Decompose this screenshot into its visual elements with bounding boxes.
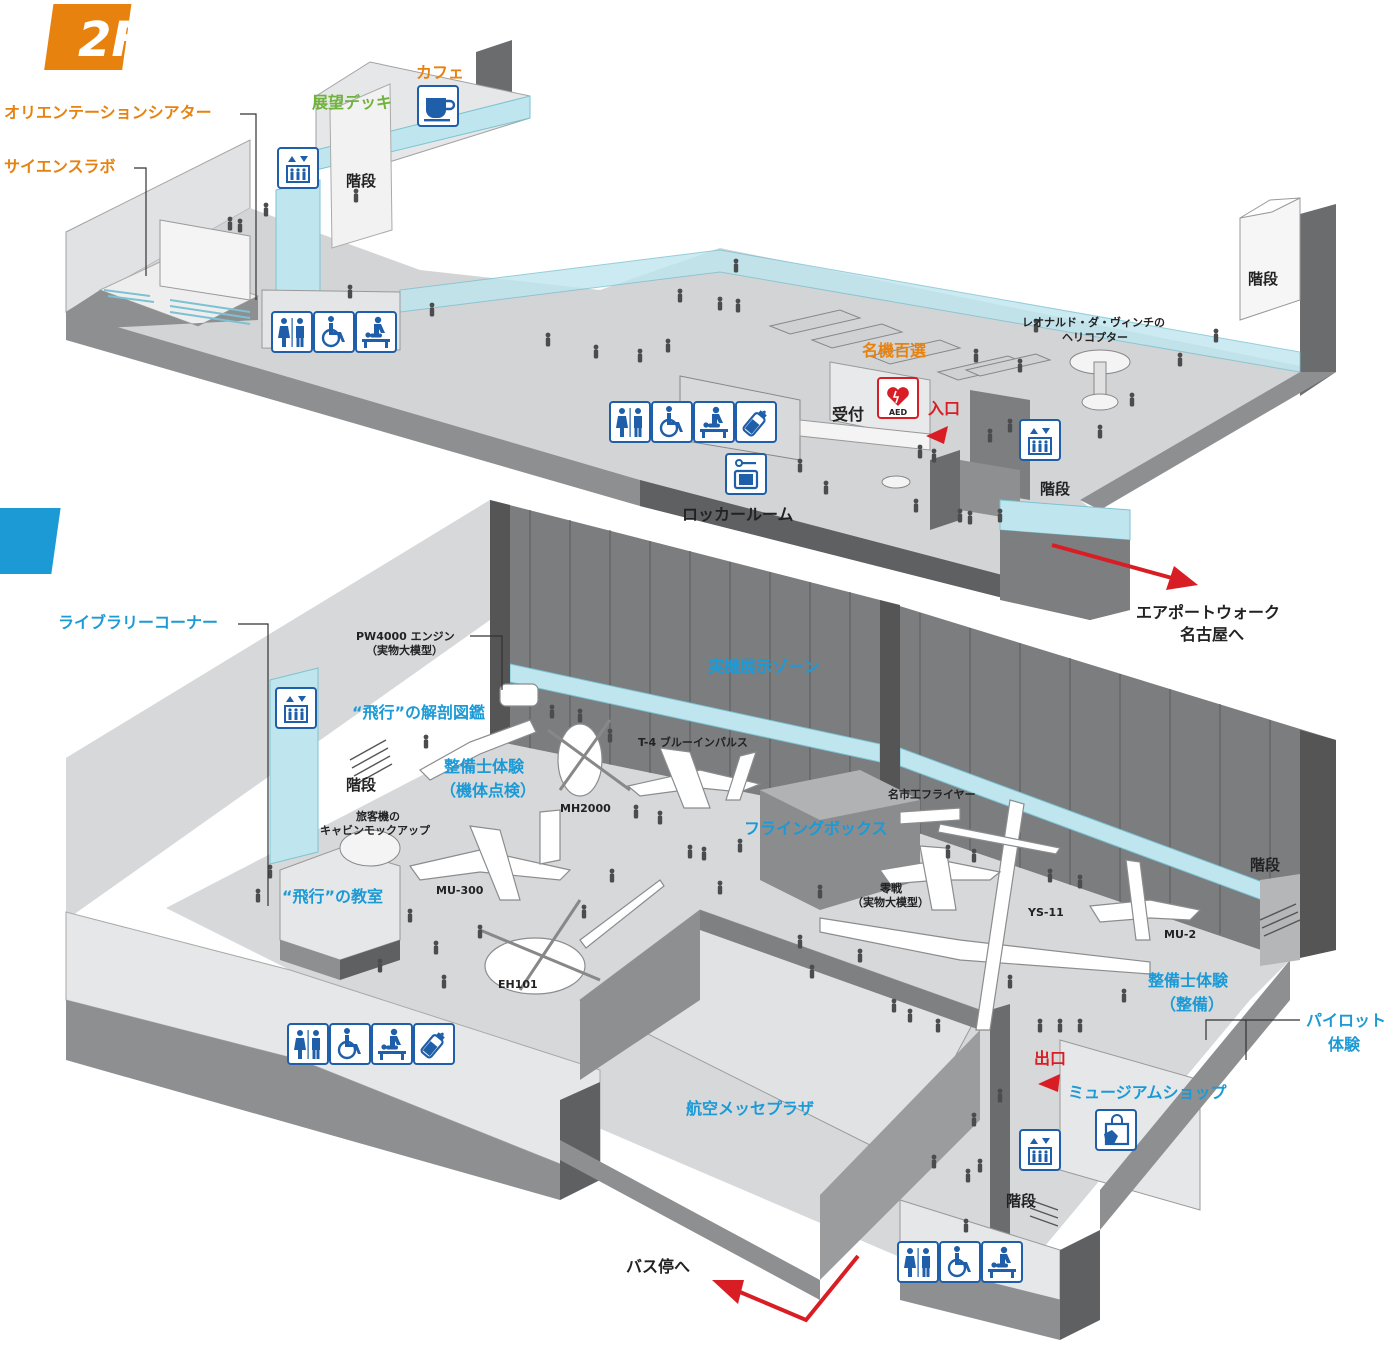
label-airport-walk-line2[interactable]: 名古屋へ	[1180, 625, 1244, 644]
label-eh101: EH101	[498, 978, 538, 991]
label-aviation-plaza[interactable]: 航空メッセプラザ	[686, 1099, 814, 1118]
elevator-icon-2f-left[interactable]	[277, 147, 319, 189]
wheelchair-icon-1f-left[interactable]	[328, 1022, 372, 1066]
leader-library	[238, 623, 269, 906]
elevator-icon-1f-left[interactable]	[275, 687, 317, 729]
label-zero-line2: （実物大模型）	[852, 895, 929, 909]
label-maint-exp-line1[interactable]: 整備士体験	[443, 757, 525, 776]
nursing-bottle-icon-1f[interactable]	[412, 1022, 456, 1066]
svg-text:1F: 1F	[76, 516, 142, 572]
nursing-bottle-icon-2f[interactable]	[734, 400, 778, 444]
label-maint-exp2-line2[interactable]: （整備）	[1160, 995, 1224, 1014]
label-orientation-theater[interactable]: オリエンテーションシアター	[4, 103, 212, 122]
elevator-icon-2f-right[interactable]	[1019, 419, 1061, 461]
restroom-icon-1f-right[interactable]	[897, 1241, 939, 1283]
shop-bag-icon[interactable]	[1095, 1109, 1137, 1151]
label-mh2000: MH2000	[560, 802, 611, 815]
label-entrance: 入口	[928, 399, 960, 418]
label-maint-exp2-line1[interactable]: 整備士体験	[1147, 971, 1229, 990]
label-flight-classroom[interactable]: “飛行”の教室	[282, 887, 383, 906]
label-masterpieces[interactable]: 名機百選	[862, 341, 926, 360]
label-cabin-mockup-line2: キャビンモックアップ	[320, 823, 431, 837]
label-davinci-line1: レオナルド・ダ・ヴィンチの	[1022, 315, 1165, 329]
label-exit: 出口	[1034, 1049, 1066, 1068]
aed-heart-icon[interactable]: AED	[877, 377, 919, 419]
label-airport-walk-line1[interactable]: エアポートウォーク	[1136, 603, 1280, 622]
airport-walk-arrow-icon[interactable]	[1051, 543, 1198, 590]
label-flight-anatomy[interactable]: “飛行”の解剖図鑑	[352, 703, 485, 722]
ys11-aircraft	[819, 799, 1151, 1031]
label-observation-deck[interactable]: 展望デッキ	[312, 93, 392, 112]
label-pw4000-line2: （実物大模型）	[366, 643, 443, 657]
label-flying-box[interactable]: フライングボックス	[744, 819, 888, 838]
label-mu2: MU-2	[1164, 928, 1196, 941]
restroom-icon-2f-center[interactable]	[609, 401, 651, 443]
svg-text:2F: 2F	[78, 12, 144, 68]
baby-changing-icon-2f-left[interactable]	[355, 311, 397, 353]
label-stairs-1f-left: 階段	[346, 776, 376, 794]
wheelchair-icon-1f-right[interactable]	[938, 1240, 982, 1284]
label-pilot-line2[interactable]: 体験	[1328, 1035, 1361, 1054]
label-mu300: MU-300	[436, 884, 484, 897]
label-stairs-1f-right: 階段	[1250, 856, 1280, 874]
leader-pw4000	[470, 635, 503, 690]
label-stairs-2f-right: 階段	[1040, 480, 1070, 498]
label-science-lab[interactable]: サイエンスラボ	[4, 157, 116, 176]
label-davinci-line2: ヘリコプター	[1062, 330, 1128, 344]
baby-changing-icon-1f-left[interactable]	[371, 1023, 413, 1065]
label-locker-room[interactable]: ロッカールーム	[682, 505, 794, 524]
restroom-icon-1f-left[interactable]	[287, 1023, 329, 1065]
label-bus-stop[interactable]: バス停へ	[626, 1257, 690, 1276]
wheelchair-icon-2f-center[interactable]	[650, 400, 694, 444]
label-aircraft-zone[interactable]: 実機展示ゾーン	[708, 657, 819, 676]
label-cabin-mockup-line1: 旅客機の	[356, 809, 400, 823]
bus-stop-arrow-icon[interactable]	[712, 1254, 860, 1323]
label-pilot-line1[interactable]: パイロット	[1306, 1011, 1386, 1030]
elevator-icon-1f-right[interactable]	[1019, 1129, 1061, 1171]
cafe-icon[interactable]	[417, 85, 459, 127]
leader-pilot-2	[1205, 1019, 1246, 1040]
svg-text:AED: AED	[889, 408, 908, 417]
label-reception: 受付	[832, 405, 864, 424]
label-pw4000-line1: PW4000 エンジン	[356, 630, 455, 643]
exit-arrow-icon	[1038, 1074, 1060, 1092]
floor-1f-badge: 1F	[0, 508, 142, 574]
baby-changing-icon-2f-center[interactable]	[693, 401, 735, 443]
label-stairs-2f-right-top: 階段	[1248, 270, 1278, 288]
baby-changing-icon-1f-right[interactable]	[981, 1241, 1023, 1283]
restroom-icon-2f-left[interactable]	[271, 311, 313, 353]
label-meishi-flyer: 名市工フライヤー	[888, 787, 976, 801]
aircraft-group	[408, 683, 1202, 1031]
label-stairs-2f-left: 階段	[346, 172, 376, 190]
leader-science-lab	[134, 167, 147, 276]
label-maint-exp-line2[interactable]: （機体点検）	[440, 781, 536, 800]
wheelchair-icon-2f-left[interactable]	[312, 310, 356, 354]
label-ys11: YS-11	[1027, 906, 1064, 919]
floor-2f-badge: 2F	[44, 4, 144, 70]
label-t4: T-4 ブルーインパルス	[638, 735, 748, 749]
locker-icon[interactable]	[725, 453, 767, 495]
label-zero-line1: 零戦	[879, 881, 903, 895]
label-library-corner[interactable]: ライブラリーコーナー	[58, 613, 218, 632]
label-museum-shop[interactable]: ミュージアムショップ	[1068, 1083, 1228, 1102]
label-stairs-1f-bottom: 階段	[1006, 1192, 1036, 1210]
entrance-arrow-icon	[926, 426, 948, 444]
label-cafe[interactable]: カフェ	[416, 63, 464, 82]
leader-orientation	[240, 113, 257, 300]
